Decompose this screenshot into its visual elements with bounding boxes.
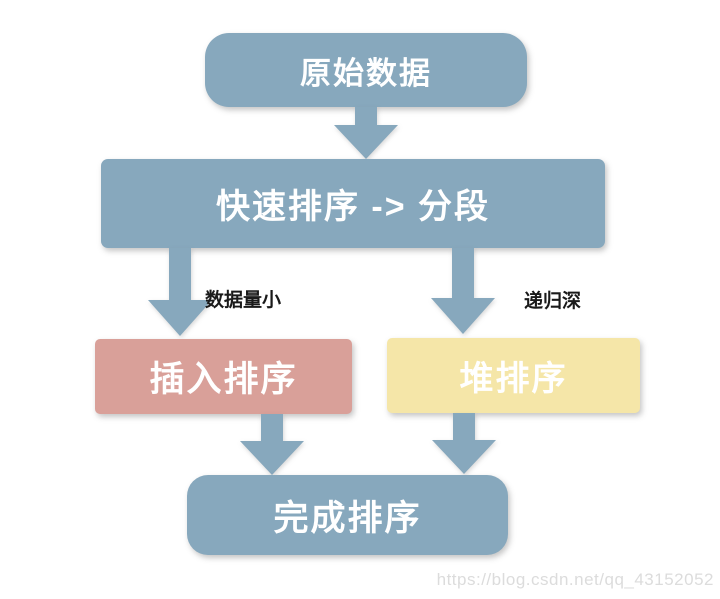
arrow-down-shape bbox=[334, 107, 398, 159]
arrow-down-icon bbox=[148, 248, 212, 336]
arrow-down-shape bbox=[148, 248, 212, 336]
node-insertion-sort: 插入排序 bbox=[95, 339, 352, 414]
node-quicksort-segment: 快速排序 -> 分段 bbox=[101, 159, 605, 248]
arrow-down-shape bbox=[432, 413, 496, 474]
watermark-url: https://blog.csdn.net/qq_43152052 bbox=[436, 570, 714, 589]
node-heap-sort: 堆排序 bbox=[387, 338, 640, 413]
arrow-down-icon bbox=[431, 248, 495, 334]
node-original-data: 原始数据 bbox=[205, 33, 527, 107]
edge-label-small-data: 数据量小 bbox=[205, 290, 282, 311]
edge-label-deep-recursion: 递归深 bbox=[524, 291, 582, 312]
arrow-down-icon bbox=[334, 107, 398, 159]
arrow-down-shape bbox=[240, 414, 304, 475]
arrow-down-icon bbox=[432, 413, 496, 474]
arrow-down-shape bbox=[431, 248, 495, 334]
node-sorting-complete: 完成排序 bbox=[187, 475, 508, 555]
arrow-down-icon bbox=[240, 414, 304, 475]
